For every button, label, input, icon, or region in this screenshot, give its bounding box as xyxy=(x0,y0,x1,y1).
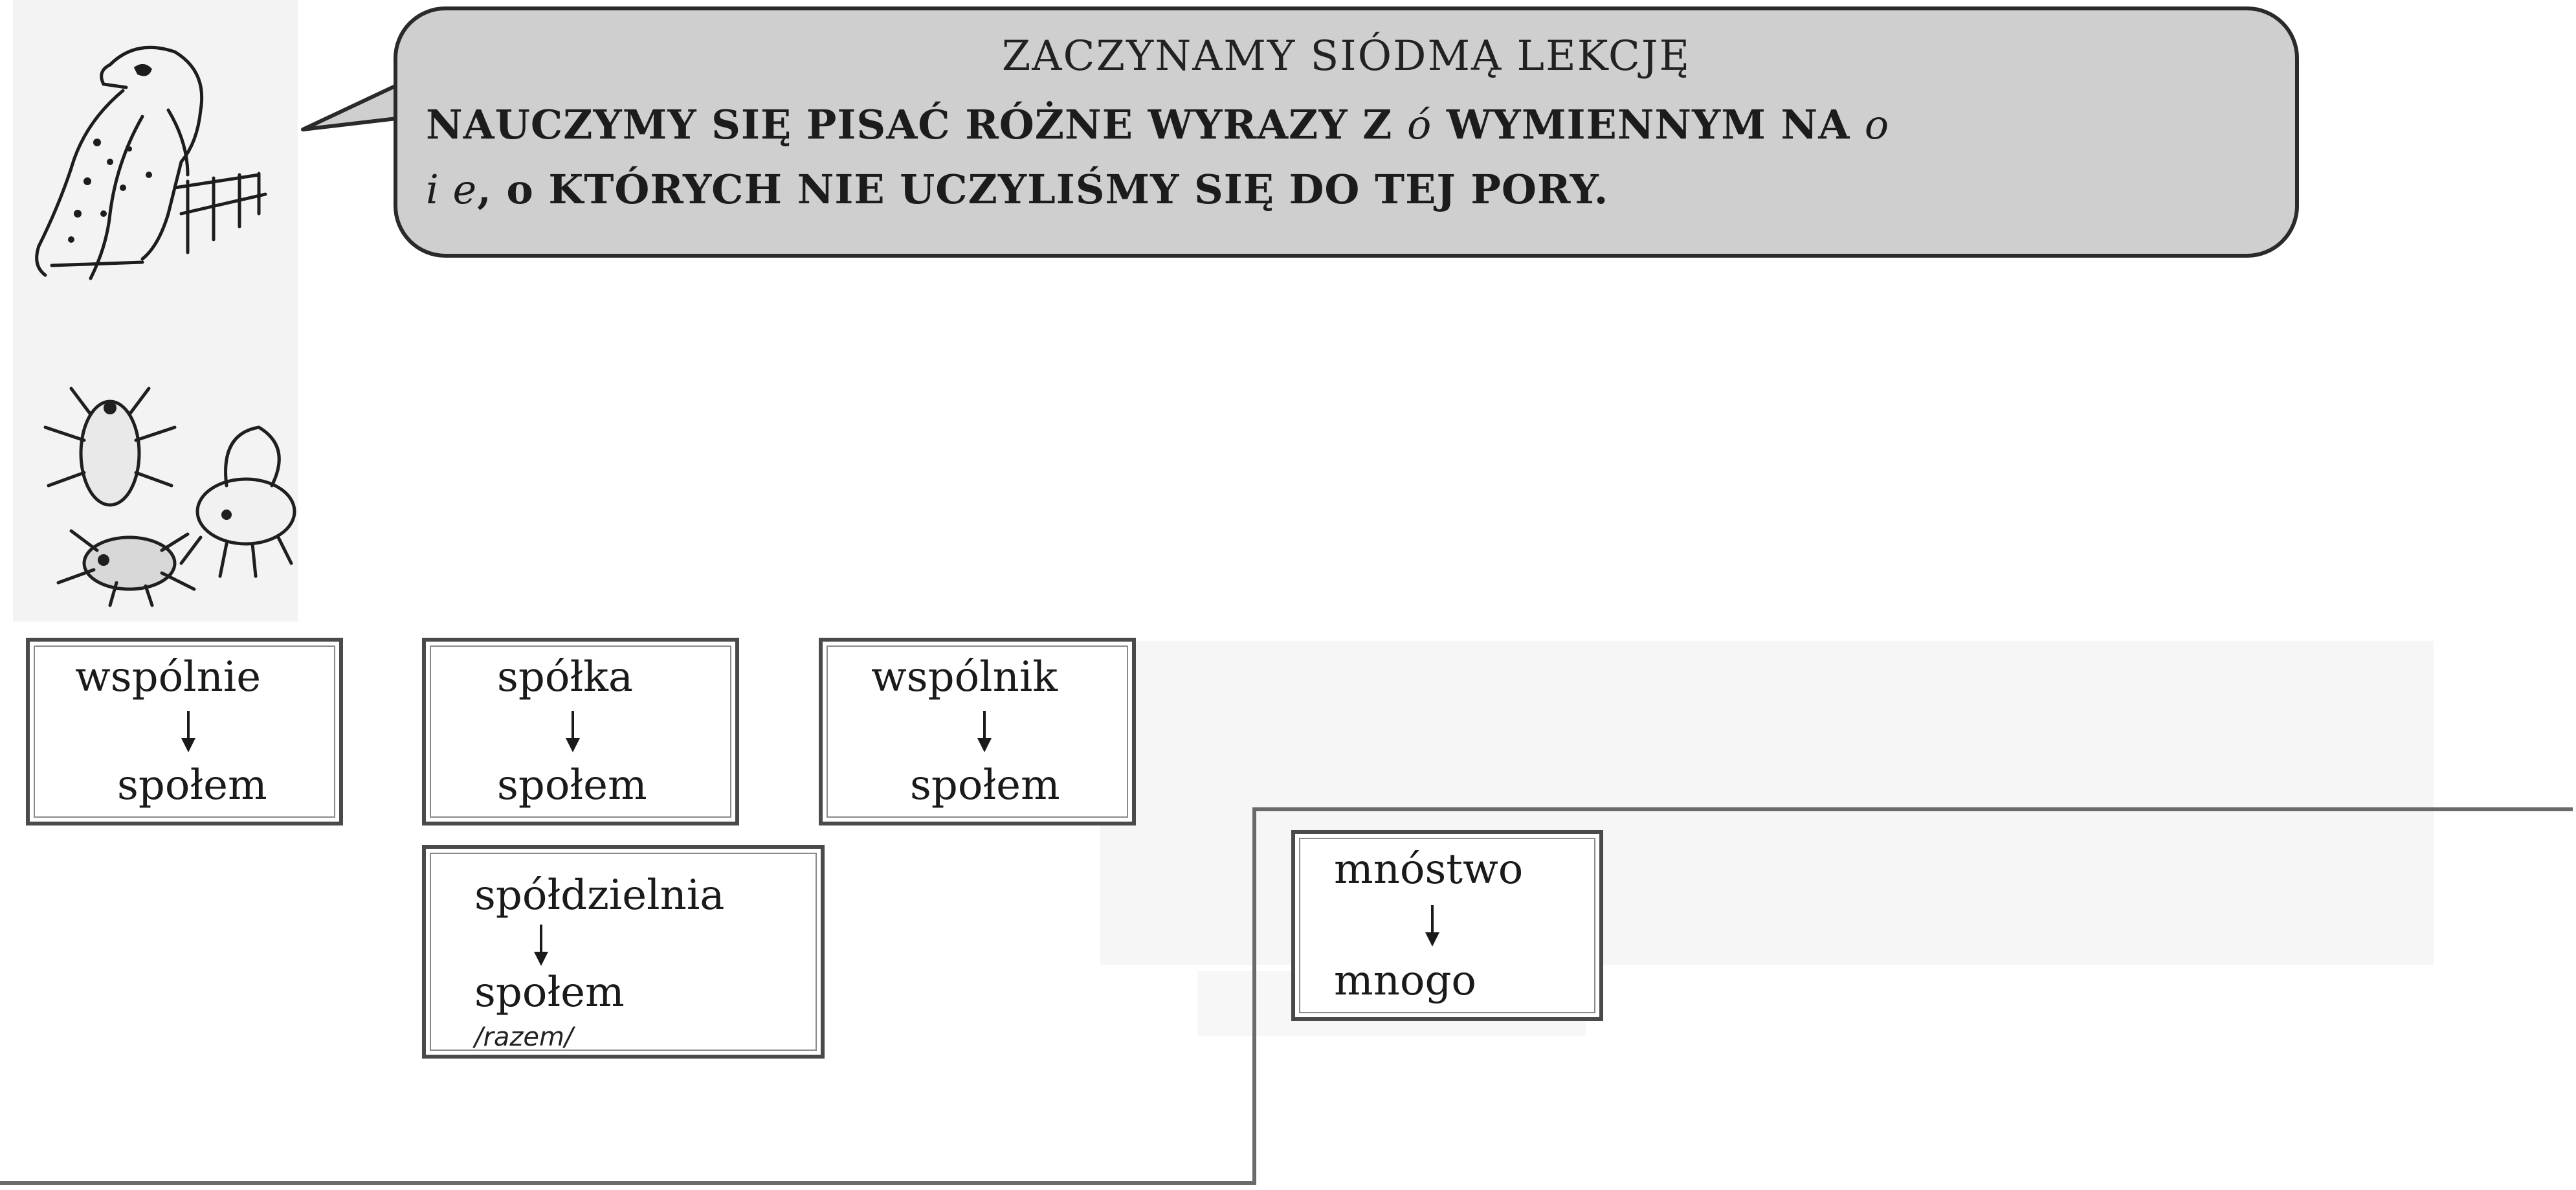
word-bottom: mnogo xyxy=(1334,957,1476,1005)
insects-illustration xyxy=(43,387,296,607)
intro-text: NAUCZYMY SIĘ PISAĆ RÓŻNE WYRAZY Z xyxy=(426,101,1408,148)
intro-text: WYMIENNYM NA xyxy=(1432,101,1865,148)
word-note: /razem/ xyxy=(474,1022,573,1052)
lesson-speech-bubble: ZACZYNAMY SIÓDMĄ LEKCJĘ NAUCZYMY SIĘ PIS… xyxy=(394,6,2299,258)
word-box-spolka: spółka społem xyxy=(422,638,739,825)
word-top: spółdzielnia xyxy=(474,871,725,919)
word-box-mnostwo: mnóstwo mnogo xyxy=(1291,830,1603,1021)
frame-line xyxy=(0,1181,1256,1185)
lesson-title: ZACZYNAMY SIÓDMĄ LEKCJĘ xyxy=(1001,32,1691,80)
word-top: wspólnie xyxy=(75,653,261,701)
word-box-spoldzielnia: spółdzielnia społem /razem/ xyxy=(422,845,825,1059)
word-top: wspólnik xyxy=(871,653,1058,701)
lesson-intro-line-1: NAUCZYMY SIĘ PISAĆ RÓŻNE WYRAZY Z ó WYMI… xyxy=(426,101,1889,148)
lesson-intro-line-2: i e, o KTÓRYCH NIE UCZYLIŚMY SIĘ DO TEJ … xyxy=(426,166,1608,213)
word-top: spółka xyxy=(497,653,634,701)
word-bottom: społem xyxy=(117,761,267,809)
letter-o: o xyxy=(1864,101,1890,148)
letter-o-acute: ó xyxy=(1407,101,1432,148)
word-bottom: społem xyxy=(910,761,1060,809)
arrow-down-icon xyxy=(977,711,992,752)
falcon-illustration xyxy=(35,45,267,280)
word-box-wspolnik: wspólnik społem xyxy=(819,638,1136,825)
intro-text: , o KTÓRYCH NIE UCZYLIŚMY SIĘ DO TEJ POR… xyxy=(477,166,1609,213)
frame-line xyxy=(1252,807,2573,811)
arrow-down-icon xyxy=(566,711,580,752)
word-top: mnóstwo xyxy=(1334,846,1524,893)
word-bottom: społem xyxy=(474,969,625,1016)
arrow-down-icon xyxy=(1425,905,1439,947)
arrow-down-icon xyxy=(534,925,548,966)
letter-e: i e xyxy=(426,166,478,213)
arrow-down-icon xyxy=(181,711,195,752)
frame-line xyxy=(1252,807,1256,1185)
word-box-wspolnie: wspólnie społem xyxy=(26,638,343,825)
word-bottom: społem xyxy=(497,761,647,809)
speech-bubble-tail xyxy=(301,76,413,131)
